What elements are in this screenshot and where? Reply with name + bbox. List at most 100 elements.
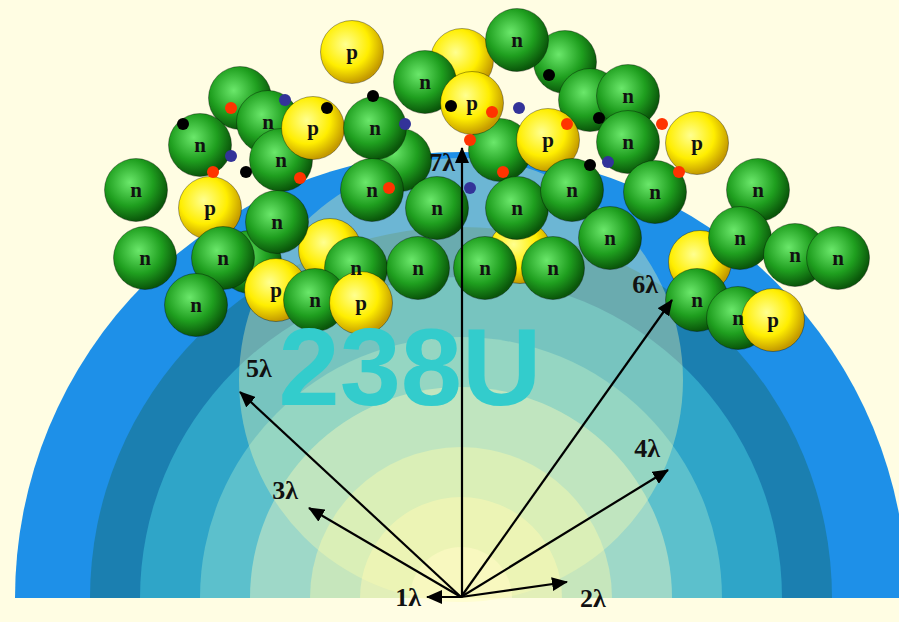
neutron-circle: n [806, 226, 870, 290]
wavelength-arrow [461, 470, 668, 597]
wavelength-text: 2λ [580, 584, 606, 613]
nucleon-fill [666, 112, 729, 175]
proton-circle: p [178, 176, 242, 240]
nucleon-fill [742, 289, 805, 352]
neutron-circle: n [763, 223, 827, 287]
neutron-circle: n [521, 236, 585, 300]
nucleon-letter: n [832, 248, 844, 269]
wavelength-text: 7λ [429, 148, 455, 177]
nucleon-fill [321, 21, 384, 84]
nucleon-letter: n [262, 112, 274, 133]
neutron-circle: n [596, 110, 660, 174]
quark-dot [445, 100, 457, 112]
nucleon-letter: n [275, 150, 287, 171]
nucleon-fill [344, 97, 407, 160]
neutron-circle: n [168, 113, 232, 177]
quark-dot [399, 118, 411, 130]
nucleon-fill [341, 159, 404, 222]
nucleon-fill [246, 191, 309, 254]
quark-dot [486, 106, 498, 118]
nucleon-letter: n [412, 258, 424, 279]
nucleon-letter: n [419, 72, 431, 93]
nucleon-letter: p [542, 130, 554, 151]
nucleon-letter: n [622, 132, 634, 153]
proton-circle: p [665, 111, 729, 175]
quark-dot [497, 166, 509, 178]
neutron-circle: n [485, 176, 549, 240]
nucleon-letter: n [511, 198, 523, 219]
nucleon-letter: n [734, 228, 746, 249]
quark-dot [367, 90, 379, 102]
nucleon-fill [624, 161, 687, 224]
quark-dot [543, 69, 555, 81]
nucleon-letter: p [691, 133, 703, 154]
nucleon-letter: n [194, 135, 206, 156]
nucleon-fill [406, 177, 469, 240]
quark-dot [294, 172, 306, 184]
nucleon-fill [709, 207, 772, 270]
nucleon-letter: p [204, 198, 216, 219]
neutron-circle: n [726, 158, 790, 222]
neutron-circle: n [706, 286, 770, 350]
nucleon-letter: n [511, 30, 523, 51]
nucleon-fill [169, 114, 232, 177]
neutron-circle: n [249, 128, 313, 192]
neutron-circle: n [596, 64, 660, 128]
quark-dot [593, 112, 605, 124]
wavelength-label: 7λ [429, 150, 455, 176]
nucleon-fill [441, 72, 504, 135]
nucleon-letter: n [649, 182, 661, 203]
quark-dot [279, 94, 291, 106]
neutron-circle: n [623, 160, 687, 224]
neutron-circle: n [485, 8, 549, 72]
nucleon-fill [105, 159, 168, 222]
neutron-circle: n [324, 236, 388, 300]
neutron-circle: n [340, 158, 404, 222]
nucleon-fill [486, 9, 549, 72]
isotope-label: 238U [278, 312, 541, 422]
nucleon-fill [522, 237, 585, 300]
quark-dot [321, 102, 333, 114]
proton-circle: p [281, 96, 345, 160]
nucleon-fill [165, 274, 228, 337]
nucleon-letter: n [369, 118, 381, 139]
wavelength-label: 6λ [632, 272, 658, 298]
quark-dot [225, 150, 237, 162]
nucleon-letter: n [732, 308, 744, 329]
quark-dot [464, 134, 476, 146]
quark-dot [207, 166, 219, 178]
quark-dot [602, 156, 614, 168]
neutron-circle: n [164, 273, 228, 337]
quark-dot [177, 118, 189, 130]
neutron-circle: n [245, 190, 309, 254]
wavelength-arrow [427, 596, 461, 598]
nucleon-fill [387, 237, 450, 300]
nucleon-letter: n [190, 295, 202, 316]
nucleon-letter: n [479, 258, 491, 279]
proton-circle: p [741, 288, 805, 352]
neutron-circle: n [386, 236, 450, 300]
wavelength-text: 1λ [395, 583, 421, 612]
quark-dot [584, 159, 596, 171]
quark-dot [561, 118, 573, 130]
nucleon-letter: n [139, 248, 151, 269]
nucleon-letter: n [271, 212, 283, 233]
nucleon-letter: p [346, 42, 358, 63]
nucleon-letter: n [547, 258, 559, 279]
wavelength-arrow [309, 508, 461, 597]
neutron-circle: n [113, 226, 177, 290]
wavelength-label: 2λ [580, 586, 606, 612]
proton-circle: p [320, 20, 384, 84]
nucleon-letter: n [366, 180, 378, 201]
wavelength-label: 4λ [634, 436, 660, 462]
wavelength-text: 6λ [632, 270, 658, 299]
isotope-text: 238U [278, 305, 541, 428]
nucleon-fill [486, 177, 549, 240]
nucleon-letter: n [431, 198, 443, 219]
neutron-circle: n [708, 206, 772, 270]
neutron-circle: n [393, 50, 457, 114]
nucleon-fill [579, 207, 642, 270]
nucleon-fill [114, 227, 177, 290]
nucleon-letter: n [752, 180, 764, 201]
neutron-circle: n [236, 90, 300, 154]
